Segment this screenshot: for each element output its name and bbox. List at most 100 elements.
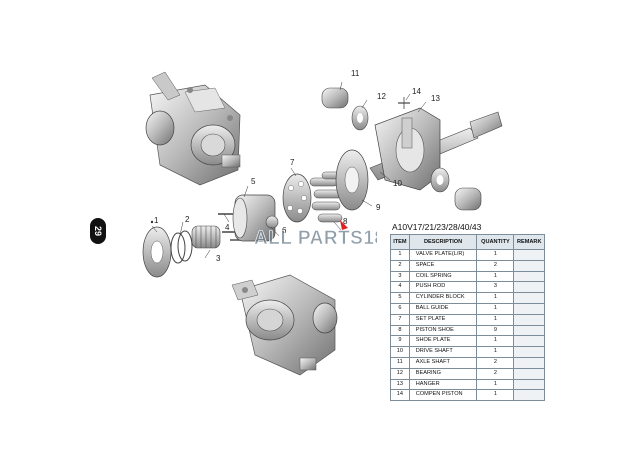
- cell-remark: [513, 389, 545, 402]
- cell-remark: [513, 249, 545, 261]
- cell-item: 1: [390, 249, 410, 261]
- cell-description: SHOE PLATE: [408, 335, 478, 348]
- cell-item: 12: [390, 367, 410, 380]
- cell-description: PUSH ROD: [408, 281, 478, 294]
- cell-quantity: 9: [476, 324, 515, 337]
- pump-assembly-upper-left: [145, 71, 241, 186]
- cell-item: 6: [390, 302, 410, 315]
- page-number-tab: 29: [90, 218, 106, 244]
- callout-14: 14: [405, 87, 421, 101]
- cell-description: COIL SPRING: [408, 270, 478, 283]
- cell-item: 4: [390, 281, 410, 294]
- header-remark: REMARK: [513, 234, 545, 250]
- watermark-accent-icon: [340, 220, 348, 230]
- callout-13: 13: [417, 94, 440, 113]
- cell-description: SET PLATE: [408, 313, 478, 326]
- part-set-plate: [282, 173, 312, 223]
- cell-remark: [513, 324, 545, 337]
- cell-quantity: 2: [476, 367, 515, 380]
- svg-text:10: 10: [393, 179, 402, 188]
- svg-text:9: 9: [376, 203, 381, 212]
- svg-text:2: 2: [185, 215, 190, 224]
- table-title: A10V17/21/23/28/40/43: [392, 222, 482, 232]
- cell-remark: [513, 292, 545, 304]
- callout-1: 1: [150, 216, 159, 233]
- svg-text:8: 8: [343, 217, 348, 226]
- watermark-logo: ALL PARTS188: [254, 220, 377, 249]
- cell-quantity: 1: [476, 249, 515, 261]
- cell-quantity: 1: [476, 389, 515, 402]
- page-number: 29: [92, 225, 103, 237]
- cell-item: 14: [390, 389, 410, 402]
- cell-quantity: 1: [476, 335, 515, 348]
- cell-remark: [513, 378, 545, 391]
- cell-remark: [513, 335, 545, 348]
- cell-description: BEARING: [408, 367, 478, 380]
- cell-description: PISTON SHOE: [408, 324, 478, 337]
- part-compen-piston: [398, 97, 410, 109]
- watermark-text: ALL PARTS188: [254, 228, 377, 249]
- cell-description: SPACE: [408, 259, 478, 272]
- part-bearings: [351, 105, 450, 193]
- cell-description: BALL GUIDE: [408, 302, 478, 315]
- callout-7: 7: [290, 158, 297, 177]
- cell-item: 11: [390, 356, 410, 369]
- cell-remark: [513, 302, 545, 315]
- cell-item: 5: [390, 292, 410, 304]
- svg-text:12: 12: [377, 92, 386, 101]
- cell-quantity: 3: [476, 281, 515, 294]
- cell-remark: [513, 346, 545, 358]
- cell-description: VALVE PLATE(L/R): [408, 249, 478, 261]
- part-valve-plate: [142, 226, 172, 278]
- svg-text:14: 14: [412, 87, 421, 96]
- cell-item: 8: [390, 324, 410, 337]
- callout-8: 8: [333, 217, 348, 231]
- cell-item: 13: [390, 378, 410, 391]
- cell-remark: [513, 367, 545, 380]
- part-axle-shafts: [321, 87, 482, 211]
- header-item: ITEM: [390, 234, 410, 250]
- svg-text:3: 3: [216, 254, 221, 263]
- callout-3: 3: [204, 249, 221, 263]
- cell-remark: [513, 270, 545, 283]
- cell-item: 10: [390, 346, 410, 358]
- cell-quantity: 1: [476, 378, 515, 391]
- part-coil-spring: [191, 225, 221, 249]
- cell-description: HANGER: [408, 378, 478, 391]
- part-shoe-plate: [335, 149, 369, 211]
- callout-2: 2: [179, 215, 190, 236]
- cell-remark: [513, 259, 545, 272]
- svg-text:1: 1: [154, 216, 159, 225]
- callout-9: 9: [361, 199, 381, 212]
- cell-item: 3: [390, 270, 410, 283]
- callout-4: 4: [223, 213, 230, 232]
- svg-text:7: 7: [290, 158, 295, 167]
- cell-remark: [513, 313, 545, 326]
- callout-10: 10: [379, 171, 402, 188]
- callout-12: 12: [361, 92, 386, 109]
- callout-5: 5: [243, 177, 256, 198]
- cell-remark: [513, 356, 545, 369]
- callout-6: 6: [270, 226, 287, 237]
- cell-quantity: 1: [476, 346, 515, 358]
- pump-assembly-lower: [231, 274, 338, 376]
- cell-item: 9: [390, 335, 410, 348]
- svg-text:13: 13: [431, 94, 440, 103]
- cell-quantity: 2: [476, 356, 515, 369]
- cell-description: AXLE SHAFT: [408, 356, 478, 369]
- svg-text:4: 4: [225, 223, 230, 232]
- svg-text:5: 5: [251, 177, 256, 186]
- callout-11: 11: [339, 69, 360, 91]
